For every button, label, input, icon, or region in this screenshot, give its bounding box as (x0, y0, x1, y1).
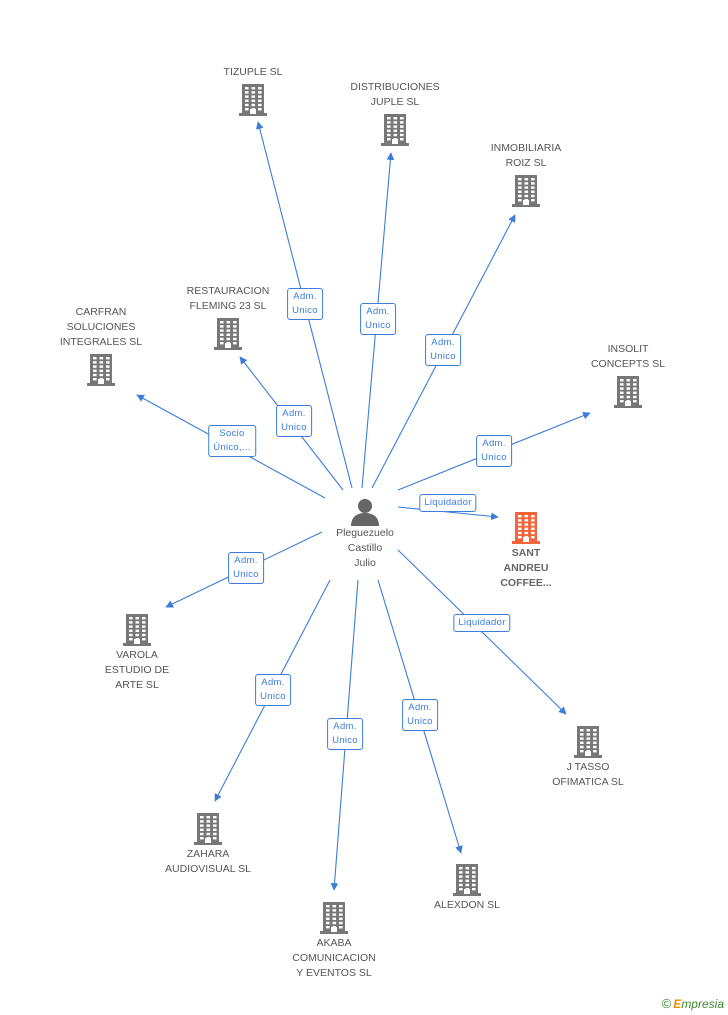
company-name: DISTRIBUCIONES JUPLE SL (350, 81, 440, 108)
company-name: RESTAURACION FLEMING 23 SL (186, 285, 270, 312)
building-icon (87, 354, 115, 386)
company-node-santandreu[interactable]: SANT ANDREU COFFEE... (461, 510, 591, 591)
building-icon (512, 175, 540, 207)
company-name: CARFRAN SOLUCIONES INTEGRALES SL (59, 306, 143, 348)
edge-label-restauracion[interactable]: Adm. Unico (276, 405, 312, 437)
company-node-alexdon[interactable]: ALEXDON SL (402, 862, 532, 913)
edge-label-inmobiliaria[interactable]: Adm. Unico (425, 334, 461, 366)
company-name: J TASSO OFIMATICA SL (552, 761, 624, 788)
company-node-akaba[interactable]: AKABA COMUNICACION Y EVENTOS SL (269, 900, 399, 981)
building-icon (512, 512, 540, 544)
company-node-zahara[interactable]: ZAHARA AUDIOVISUAL SL (143, 811, 273, 877)
company-name: SANT ANDREU COFFEE... (500, 547, 552, 589)
person-node-center[interactable]: Pleguezuelo Castillo Julio (305, 498, 425, 571)
edge-santandreu (397, 506, 499, 521)
company-node-varola[interactable]: VAROLA ESTUDIO DE ARTE SL (72, 612, 202, 693)
company-name: VAROLA ESTUDIO DE ARTE SL (104, 649, 170, 691)
edge-label-insolit[interactable]: Adm. Unico (476, 435, 512, 467)
company-node-distribuciones[interactable]: DISTRIBUCIONES JUPLE SL (330, 80, 460, 146)
building-icon (614, 376, 642, 408)
company-node-tizuple[interactable]: TIZUPLE SL (188, 65, 318, 116)
company-node-carfran[interactable]: CARFRAN SOLUCIONES INTEGRALES SL (36, 305, 166, 386)
edge-label-varola[interactable]: Adm. Unico (228, 552, 264, 584)
company-node-inmobiliaria[interactable]: INMOBILIARIA ROIZ SL (461, 141, 591, 207)
company-node-insolit[interactable]: INSOLIT CONCEPTS SL (563, 342, 693, 408)
company-node-jtasso[interactable]: J TASSO OFIMATICA SL (523, 724, 653, 790)
company-name: TIZUPLE SL (223, 66, 283, 78)
edge-label-jtasso[interactable]: Liquidador (453, 614, 511, 632)
company-name: INSOLIT CONCEPTS SL (590, 343, 666, 370)
edge-label-distribuciones[interactable]: Adm. Unico (360, 303, 396, 335)
company-name: ZAHARA AUDIOVISUAL SL (165, 848, 251, 875)
edge-label-alexdon[interactable]: Adm. Unico (402, 699, 438, 731)
building-icon (214, 318, 242, 350)
building-icon (453, 864, 481, 896)
building-icon (574, 726, 602, 758)
company-name: AKABA COMUNICACION Y EVENTOS SL (292, 937, 376, 979)
edge-jtasso (397, 549, 567, 715)
building-icon (239, 84, 267, 116)
company-name: ALEXDON SL (434, 899, 500, 911)
building-icon (381, 114, 409, 146)
company-name: INMOBILIARIA ROIZ SL (490, 142, 562, 169)
empresia-logo[interactable]: ©Empresia (661, 996, 724, 1011)
edge-label-carfran[interactable]: Socio Único,... (208, 425, 256, 457)
person-name: Pleguezuelo Castillo Julio (336, 527, 394, 569)
edge-label-tizuple[interactable]: Adm. Unico (287, 288, 323, 320)
building-icon (320, 902, 348, 934)
edge-label-zahara[interactable]: Adm. Unico (255, 674, 291, 706)
edge-label-santandreu[interactable]: Liquidador (419, 494, 477, 512)
copyright-icon: © (661, 996, 672, 1011)
building-icon (123, 614, 151, 646)
building-icon (194, 813, 222, 845)
company-node-restauracion[interactable]: RESTAURACION FLEMING 23 SL (163, 284, 293, 350)
person-icon (351, 499, 379, 526)
edge-label-akaba[interactable]: Adm. Unico (327, 718, 363, 750)
